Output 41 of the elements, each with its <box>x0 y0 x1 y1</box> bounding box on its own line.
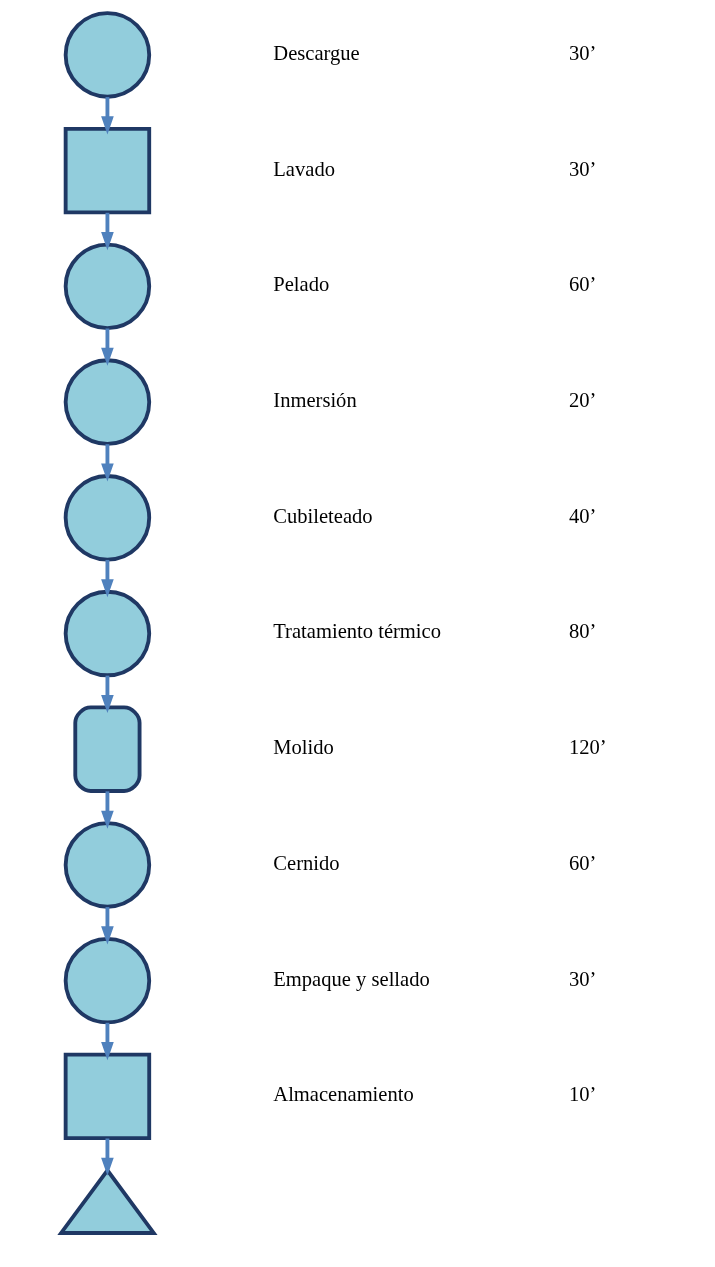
node-circle <box>63 242 152 331</box>
label: Molido <box>273 736 334 759</box>
label: 10’ <box>569 1083 597 1106</box>
arrow <box>101 1022 114 1061</box>
label: Cubileteado <box>273 504 373 527</box>
label: 40’ <box>569 504 597 527</box>
node-delay <box>73 705 142 793</box>
arrow <box>101 559 114 598</box>
label: Descargue <box>273 41 360 64</box>
label: 30’ <box>569 967 597 990</box>
label: Tratamiento térmico <box>273 620 441 643</box>
label: 60’ <box>569 851 597 874</box>
node-square <box>63 1052 152 1141</box>
node-triangle <box>57 1167 158 1235</box>
arrow <box>101 675 114 713</box>
arrow <box>101 1138 114 1176</box>
arrow <box>101 907 114 945</box>
label: 80’ <box>569 620 597 643</box>
label: Lavado <box>273 157 335 180</box>
node-circle <box>63 474 152 562</box>
arrow <box>101 791 114 829</box>
label: Empaque y sellado <box>273 967 430 990</box>
node-circle <box>63 936 152 1025</box>
node-square <box>63 126 152 215</box>
label: 30’ <box>569 41 597 64</box>
label: Cernido <box>273 851 340 874</box>
arrow <box>101 444 114 482</box>
label: Pelado <box>273 273 330 296</box>
label: 30’ <box>569 157 597 180</box>
node-circle <box>63 589 152 678</box>
arrow <box>101 97 114 135</box>
node-circle <box>63 11 152 99</box>
label: 120’ <box>569 736 607 759</box>
label: Almacenamiento <box>273 1083 414 1106</box>
arrow <box>101 212 114 251</box>
node-circle <box>63 358 152 446</box>
label: 20’ <box>569 388 597 411</box>
label: 60’ <box>569 273 597 296</box>
node-circle <box>63 821 152 909</box>
label: Inmersión <box>273 388 357 411</box>
arrow <box>101 328 114 366</box>
